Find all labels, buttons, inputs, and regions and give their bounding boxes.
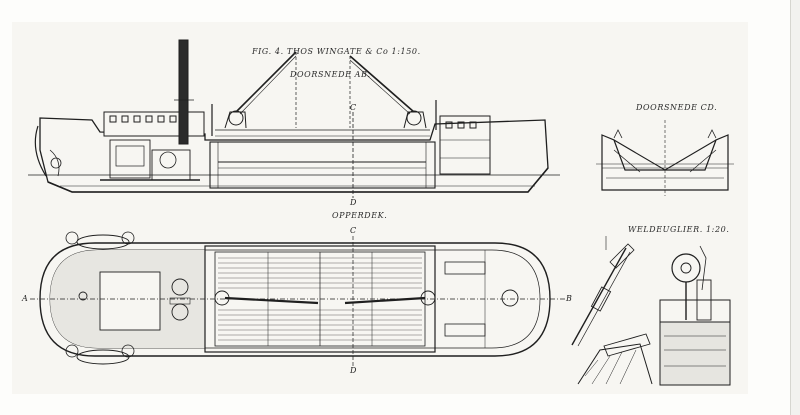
plan-label: OPPERDEK.	[332, 211, 388, 220]
section-mark-c-mid: C	[350, 226, 357, 235]
detail-label: WELDEUGLIER. 1:20.	[628, 225, 730, 234]
section-mark-c-top: C	[350, 103, 357, 112]
section-mark-a: A	[22, 294, 28, 303]
section-mark-d-top: D	[350, 198, 357, 207]
section-ab-label: DOORSNEDE AB.	[290, 70, 371, 79]
cross-section-cd	[596, 120, 734, 196]
page-edge	[790, 0, 800, 415]
section-mark-b: B	[566, 294, 572, 303]
detail-view	[571, 236, 731, 386]
figure-title: FIG. 4. THOS WINGATE & Co 1:150.	[252, 47, 421, 56]
section-mark-d-bottom: D	[350, 366, 357, 375]
longitudinal-section	[28, 39, 560, 198]
deck-plan	[30, 231, 565, 366]
section-cd-label: DOORSNEDE CD.	[636, 103, 718, 112]
